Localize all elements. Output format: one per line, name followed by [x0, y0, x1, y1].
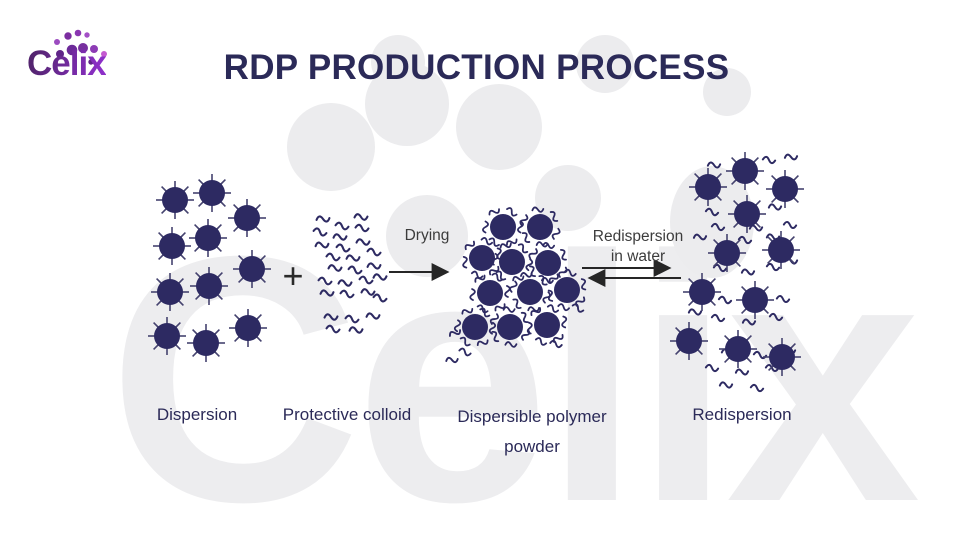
- redispersion-in-water-line1: Redispersion: [592, 228, 684, 245]
- celix-logo: Celix: [26, 14, 136, 84]
- stage-label-dispersible-polymer-powder: Dispersible polymer powder: [457, 402, 606, 462]
- protective-colloid-cluster: [312, 213, 388, 334]
- dispersion-cluster: [148, 174, 271, 362]
- stage-label-protective-colloid: Protective colloid: [282, 405, 412, 424]
- process-arrows: [389, 259, 681, 287]
- powder-label-line2: powder: [504, 437, 560, 456]
- stage-label-dispersion: Dispersion: [156, 405, 238, 424]
- plus-sign: +: [282, 255, 304, 296]
- drying-label: Drying: [404, 227, 450, 244]
- stage-label-redispersion: Redispersion: [692, 405, 792, 424]
- redispersion-in-water-line2: in water: [610, 248, 666, 265]
- redispersion-cluster: [670, 152, 804, 393]
- page-title: RDP PRODUCTION PROCESS: [223, 48, 730, 87]
- logo-wordmark: Celix: [27, 44, 107, 83]
- redispersion-in-water-label: Redispersion in water: [593, 227, 683, 267]
- powder-cluster: [445, 206, 587, 364]
- powder-label-line1: Dispersible polymer: [457, 407, 607, 426]
- background-dots: [287, 35, 754, 278]
- logo-dots-icon: [54, 29, 107, 65]
